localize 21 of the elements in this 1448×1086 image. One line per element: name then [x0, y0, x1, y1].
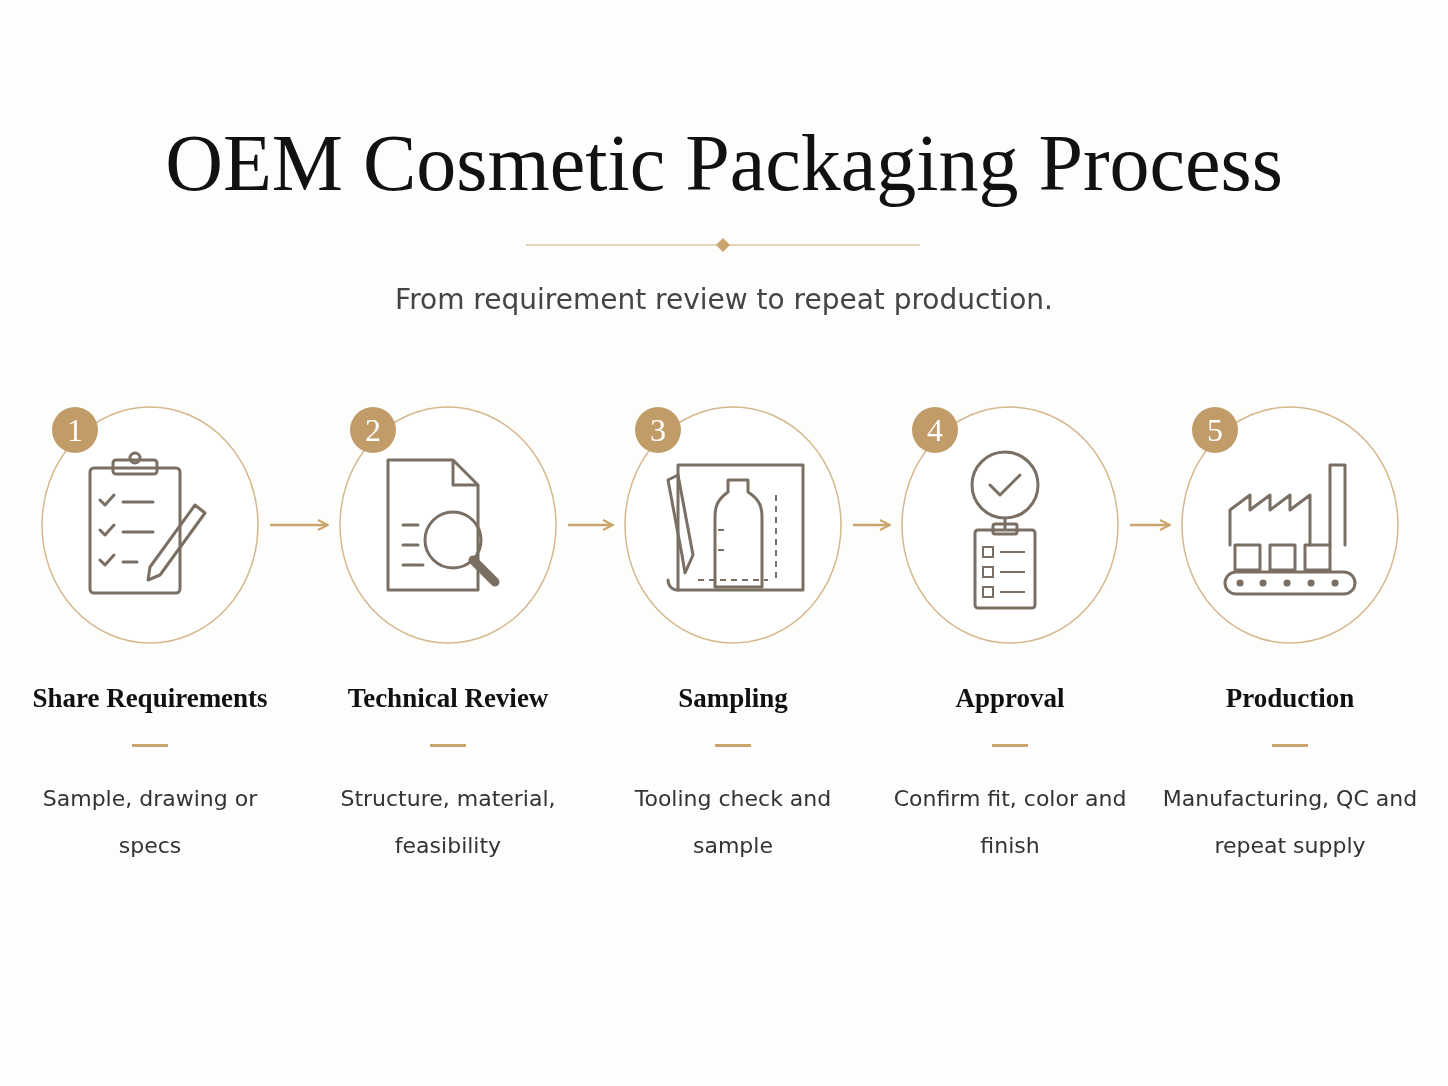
arrow: [568, 519, 614, 531]
diagram-title: OEM Cosmetic Packaging Process: [164, 118, 1284, 209]
arrow: [1130, 519, 1171, 531]
step-number-badge: 3: [635, 407, 681, 453]
arrow: [270, 519, 329, 531]
step-number-badge: 5: [1192, 407, 1238, 453]
step-description: Manufacturing, QC and repeat supply: [1161, 785, 1419, 860]
step-description: Structure, material, feasibility: [339, 785, 557, 860]
step-number-badge: 4: [912, 407, 958, 453]
step-title: Sampling: [677, 683, 789, 714]
arrow: [853, 519, 891, 531]
step-description: Tooling check and sample: [633, 785, 833, 860]
subtitle: From requirement review to repeat production.: [394, 283, 1054, 316]
step-title: Approval: [954, 683, 1066, 714]
step-title: Share Requirements: [31, 683, 269, 714]
step-title: Production: [1224, 683, 1356, 714]
step-description: Sample, drawing or specs: [41, 785, 259, 860]
step-title: Technical Review: [346, 683, 550, 714]
step-description: Confirm fit, color and finish: [892, 785, 1128, 860]
step-number-badge: 2: [350, 407, 396, 453]
step-number-badge: 1: [52, 407, 98, 453]
